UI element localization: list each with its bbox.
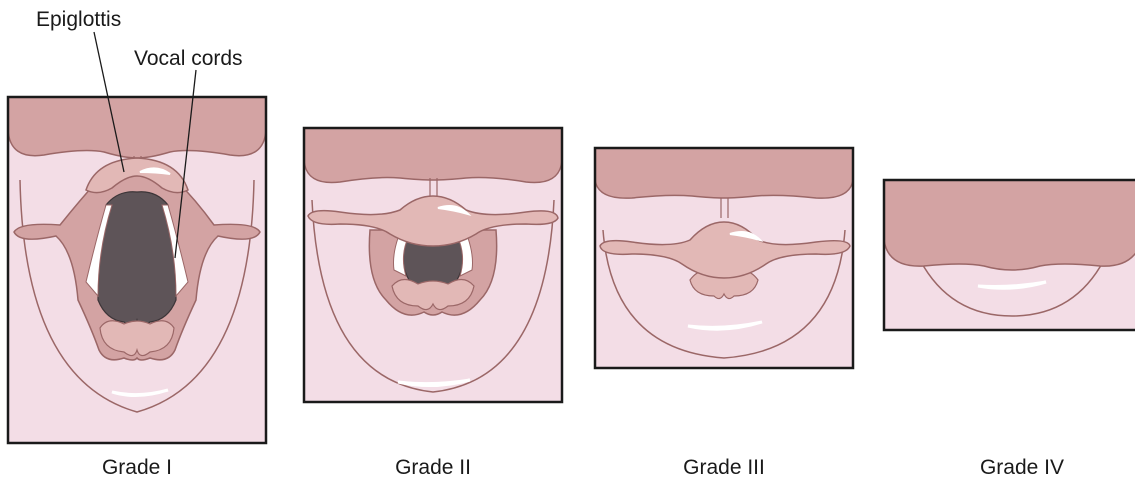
grade-1-caption: Grade I [102, 456, 172, 479]
soft-palate [884, 180, 1135, 270]
soft-palate [304, 128, 562, 183]
vocal-cords-label: Vocal cords [134, 47, 243, 70]
grade-2-panel: Grade II [304, 128, 562, 479]
grade-4-caption: Grade IV [980, 456, 1064, 479]
epiglottis-label: Epiglottis [36, 8, 121, 31]
grade-3-caption: Grade III [683, 456, 765, 479]
grade-4-panel: Grade IV [884, 180, 1135, 479]
grade-3-panel: Grade III [595, 148, 853, 479]
soft-palate [595, 148, 853, 198]
soft-palate [8, 97, 266, 158]
grade-1-panel: Grade I [8, 97, 266, 479]
grade-2-caption: Grade II [395, 456, 471, 479]
